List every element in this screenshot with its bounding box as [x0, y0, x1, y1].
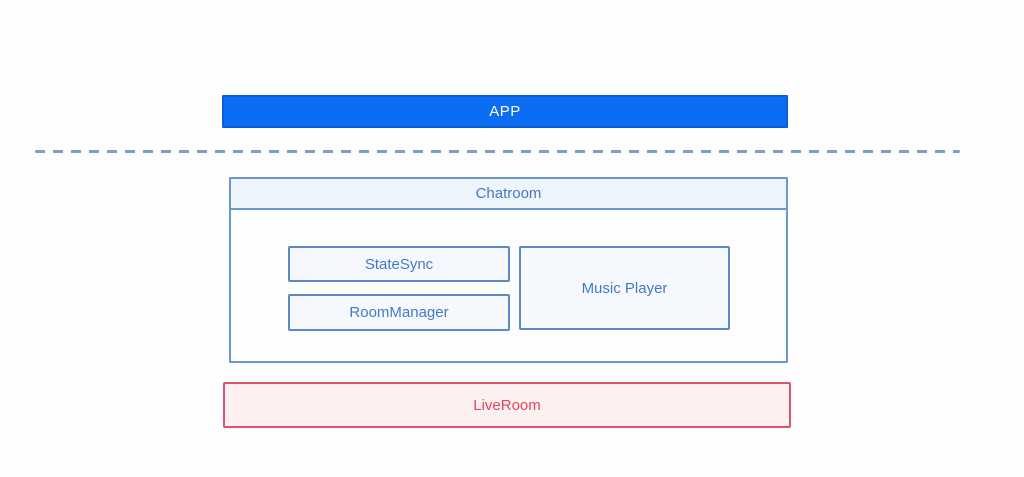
chatroom-label: Chatroom — [475, 185, 542, 202]
liveroom-box: LiveRoom — [223, 382, 791, 428]
chatroom-header: Chatroom — [231, 179, 786, 210]
chatroom-container-box: Chatroom StateSync RoomManager Music Pla… — [229, 177, 788, 363]
chatroom-body: StateSync RoomManager Music Player — [231, 210, 786, 361]
liveroom-label: LiveRoom — [473, 396, 541, 414]
roommanager-label: RoomManager — [349, 304, 449, 321]
statesync-label: StateSync — [364, 255, 434, 273]
music-player-label: Music Player — [581, 279, 668, 297]
layer-divider-dashed-line — [35, 150, 960, 153]
music-player-box: Music Player — [519, 246, 730, 330]
roommanager-box: RoomManager — [288, 294, 510, 331]
app-layer-box: APP — [222, 95, 788, 128]
app-layer-label: APP — [489, 103, 521, 120]
statesync-box: StateSync — [288, 246, 510, 282]
